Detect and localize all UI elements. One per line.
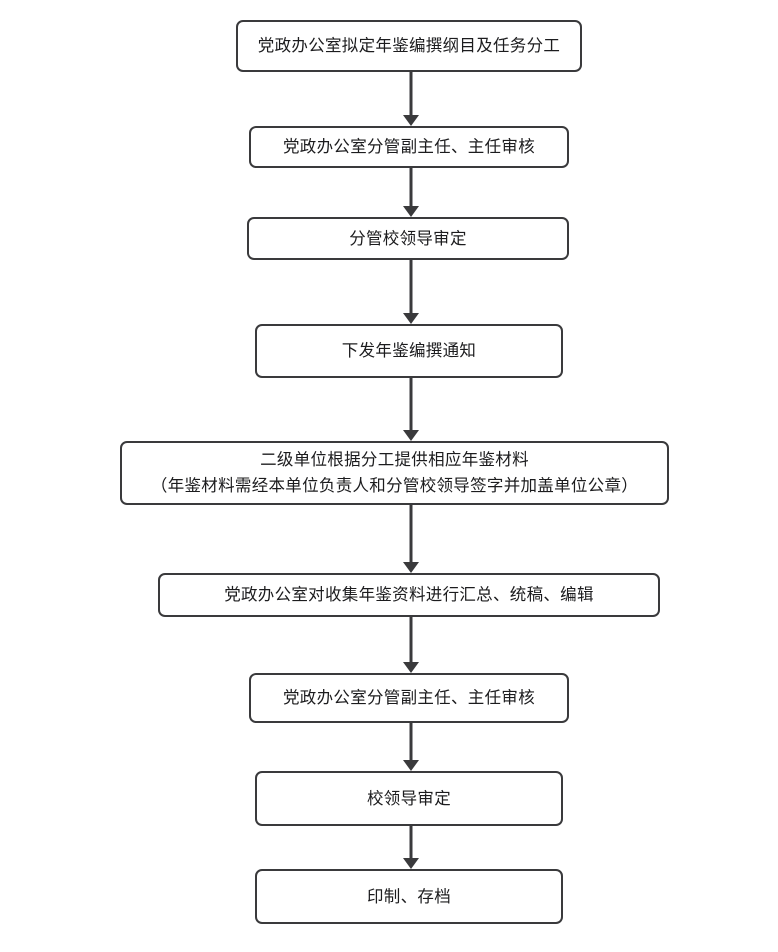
arrow-shaft [409, 505, 413, 563]
node-label: 分管校领导审定 [349, 228, 467, 248]
arrow-shaft [409, 617, 413, 663]
arrow-shaft [409, 72, 413, 116]
node-label: 党政办公室拟定年鉴编撰纲目及任务分工 [257, 36, 561, 56]
arrow-shaft [409, 826, 413, 859]
node-label: 党政办公室分管副主任、主任审核 [283, 137, 535, 157]
node-label: 印制、存档 [367, 886, 451, 906]
arrow-head-icon [403, 562, 419, 573]
flowchart-node-office-deputy-director-review-second: 党政办公室分管副主任、主任审核 [249, 673, 569, 723]
node-label: 党政办公室对收集年鉴资料进行汇总、统稿、编辑 [224, 585, 594, 605]
arrow-shaft [409, 378, 413, 431]
flowchart-node-office-compiles-and-edits: 党政办公室对收集年鉴资料进行汇总、统稿、编辑 [158, 573, 660, 617]
arrow-head-icon [403, 206, 419, 217]
arrow-head-icon [403, 662, 419, 673]
node-label: 二级单位根据分工提供相应年鉴材料 （年鉴材料需经本单位负责人和分管校领导签字并加… [150, 450, 639, 495]
arrow-head-icon [403, 313, 419, 324]
arrow-head-icon [403, 760, 419, 771]
arrow-shaft [409, 723, 413, 761]
flowchart-node-office-deputy-director-review: 党政办公室分管副主任、主任审核 [249, 126, 569, 168]
arrow-head-icon [403, 430, 419, 441]
node-label: 下发年鉴编撰通知 [341, 341, 477, 361]
arrow-head-icon [403, 858, 419, 869]
node-label: 校领导审定 [367, 788, 451, 808]
flowchart-node-issue-compilation-notice: 下发年鉴编撰通知 [255, 324, 563, 378]
node-label: 党政办公室分管副主任、主任审核 [283, 688, 535, 708]
flowchart-node-vice-president-approval: 分管校领导审定 [247, 217, 569, 260]
flowchart-node-secondary-units-provide-materials: 二级单位根据分工提供相应年鉴材料 （年鉴材料需经本单位负责人和分管校领导签字并加… [120, 441, 669, 505]
arrow-shaft [409, 168, 413, 207]
arrow-shaft [409, 260, 413, 314]
arrow-head-icon [403, 115, 419, 126]
flowchart-node-print-and-archive: 印制、存档 [255, 869, 563, 924]
flowchart-node-draft-outline-and-task-division: 党政办公室拟定年鉴编撰纲目及任务分工 [236, 20, 582, 72]
flowchart-node-president-approval: 校领导审定 [255, 771, 563, 826]
